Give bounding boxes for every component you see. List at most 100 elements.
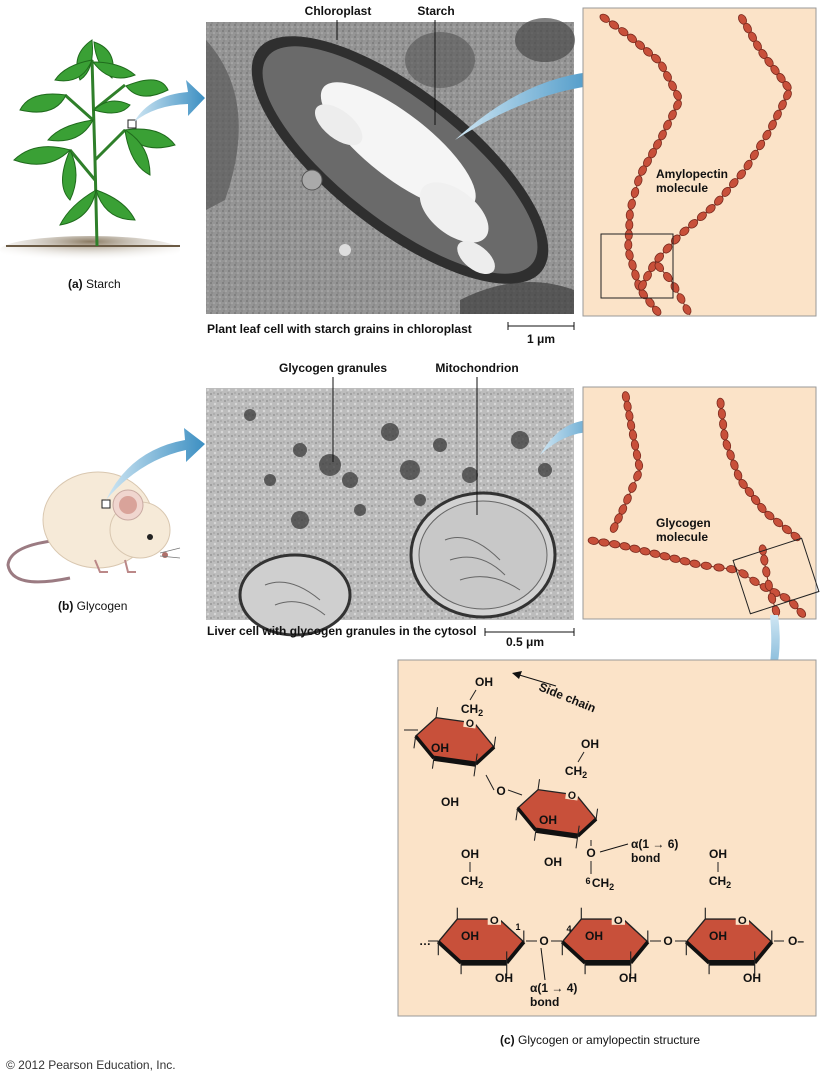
svg-text:O: O bbox=[490, 915, 499, 927]
bond-16-line2: bond bbox=[631, 851, 660, 865]
glycogen-bead bbox=[628, 482, 637, 493]
svg-text:1 μm: 1 μm bbox=[527, 332, 555, 346]
amylopectin-bead bbox=[756, 139, 766, 151]
svg-text:6: 6 bbox=[585, 876, 590, 886]
glycogen-bead bbox=[713, 563, 725, 572]
panel-a: (a) Starch Chloroplast Starch Plant l bbox=[0, 4, 817, 346]
amylopectin-bead bbox=[663, 119, 672, 131]
svg-text:OH: OH bbox=[441, 795, 459, 809]
svg-text:O–: O– bbox=[788, 934, 804, 948]
amylopectin-bead bbox=[743, 159, 753, 171]
glycogen-chains bbox=[587, 391, 807, 618]
amylopectin-bead bbox=[673, 99, 682, 111]
glucose-ring: O bbox=[437, 907, 526, 977]
glycogen-bead bbox=[760, 554, 769, 566]
svg-text:CH2: CH2 bbox=[461, 702, 483, 718]
label-chloroplast: Chloroplast bbox=[305, 4, 372, 18]
glucose-ring: O bbox=[561, 907, 650, 977]
amylopectin-bead bbox=[599, 13, 610, 23]
amylopectin-bead bbox=[682, 304, 692, 315]
amylopectin-bead bbox=[663, 272, 673, 282]
svg-text:O: O bbox=[496, 784, 505, 798]
glycogen-bead bbox=[700, 561, 712, 570]
glycogen-bead bbox=[689, 559, 701, 568]
svg-text:O: O bbox=[738, 915, 747, 927]
amylopectin-zoom-box bbox=[600, 233, 674, 299]
micrograph-chloroplast bbox=[206, 18, 575, 314]
glycogen-label-2: molecule bbox=[656, 530, 708, 544]
svg-text:OH: OH bbox=[709, 929, 727, 943]
amylopectin-bead bbox=[624, 239, 633, 251]
amylopectin-bead bbox=[608, 20, 620, 30]
svg-text:CH2: CH2 bbox=[461, 874, 483, 890]
glycogen-bead bbox=[773, 517, 784, 528]
amylopectin-chains bbox=[599, 13, 792, 316]
amylopectin-bead bbox=[749, 149, 759, 161]
amylopectin-bead bbox=[705, 204, 716, 214]
svg-text:O: O bbox=[539, 934, 548, 948]
glycogen-bead bbox=[633, 470, 642, 482]
glucose-ring: O bbox=[413, 707, 497, 777]
glycogen-box bbox=[582, 386, 817, 620]
glycogen-bead bbox=[738, 569, 749, 579]
amylopectin-bead bbox=[783, 89, 792, 101]
amylopectin-bead bbox=[673, 90, 682, 101]
amylopectin-bead bbox=[652, 305, 662, 316]
arrow-glycogen-to-structure bbox=[748, 615, 780, 718]
arrow-micrograph-to-amylopectin bbox=[455, 58, 612, 140]
svg-text:O: O bbox=[465, 717, 475, 730]
arrow-plant-to-micrograph bbox=[134, 80, 205, 122]
glycogen-bead bbox=[767, 592, 777, 604]
caption-a: Plant leaf cell with starch grains in ch… bbox=[207, 322, 472, 336]
amylopectin-bead bbox=[654, 252, 665, 263]
svg-text:OH: OH bbox=[475, 675, 493, 689]
glycogen-bead bbox=[726, 565, 738, 574]
scale-bar-a: 1 μm bbox=[507, 322, 575, 346]
panel-b-label: (b) Glycogen bbox=[58, 599, 127, 613]
label-starch: Starch bbox=[417, 4, 454, 18]
amylopectin-bead bbox=[627, 198, 636, 210]
glycogen-bead bbox=[779, 593, 791, 602]
amylopectin-bead bbox=[654, 262, 665, 272]
amylopectin-bead bbox=[630, 187, 640, 198]
amylopectin-bead bbox=[638, 280, 647, 291]
amylopectin-bead bbox=[773, 109, 782, 121]
amylopectin-box bbox=[582, 7, 817, 317]
svg-text:O: O bbox=[586, 846, 595, 860]
mouse-illustration bbox=[6, 471, 181, 584]
arrow-mouse-to-micrograph bbox=[106, 428, 205, 500]
svg-text:OH: OH bbox=[619, 971, 637, 985]
svg-text:CH2: CH2 bbox=[592, 876, 614, 892]
svg-text:O: O bbox=[614, 915, 623, 927]
amylopectin-bead bbox=[638, 165, 647, 176]
svg-text:OH: OH bbox=[581, 737, 599, 751]
glycogen-bead bbox=[764, 510, 775, 521]
amylopectin-label-2: molecule bbox=[656, 181, 708, 195]
plant-illustration bbox=[0, 39, 180, 264]
svg-text:OH: OH bbox=[431, 741, 449, 755]
amylopectin-bead bbox=[625, 209, 634, 221]
amylopectin-bead bbox=[676, 293, 686, 304]
glycogen-bead bbox=[598, 538, 610, 547]
svg-text:OH: OH bbox=[461, 929, 479, 943]
amylopectin-bead bbox=[662, 243, 673, 254]
svg-text:OH: OH bbox=[495, 971, 513, 985]
glucose-ring: O bbox=[685, 907, 774, 977]
svg-text:OH: OH bbox=[585, 929, 603, 943]
svg-text:O: O bbox=[663, 934, 672, 948]
amylopectin-bead bbox=[624, 229, 633, 241]
svg-text:O: O bbox=[567, 789, 577, 802]
glycogen-zoom-box bbox=[732, 537, 820, 615]
svg-text:CH2: CH2 bbox=[565, 764, 587, 780]
svg-text:0.5 μm: 0.5 μm bbox=[506, 635, 544, 649]
caption-b: Liver cell with glycogen granules in the… bbox=[207, 624, 476, 638]
svg-text:OH: OH bbox=[743, 971, 761, 985]
micrograph-liver-cell bbox=[206, 388, 574, 637]
glycogen-bead bbox=[764, 579, 773, 591]
amylopectin-bead bbox=[714, 195, 724, 206]
amylopectin-bead bbox=[729, 178, 739, 189]
glycogen-bead bbox=[749, 576, 760, 586]
glycogen-bead bbox=[623, 493, 632, 505]
svg-text:CH2: CH2 bbox=[709, 874, 731, 890]
